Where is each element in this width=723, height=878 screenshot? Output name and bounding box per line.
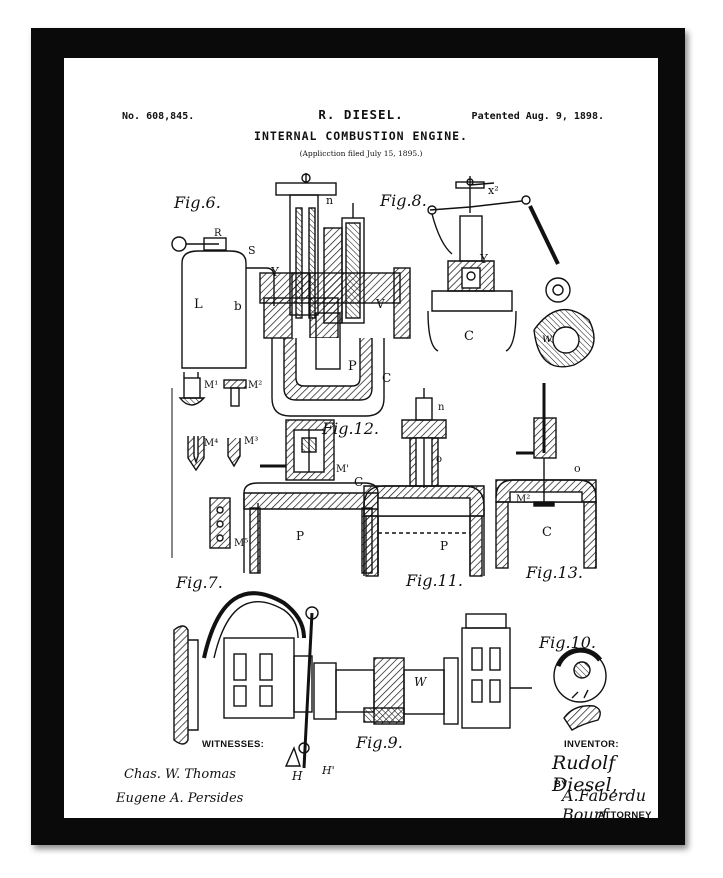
- patent-title: INTERNAL COMBUSTION ENGINE.: [254, 129, 468, 143]
- fig7-caption: Fig.7.: [175, 573, 223, 592]
- fig6-drawing: [171, 173, 411, 417]
- inventor-header: R. DIESEL.: [318, 107, 404, 122]
- patent-date: Patented Aug. 9, 1898.: [471, 111, 604, 122]
- patent-number: No. 608,845.: [122, 111, 195, 122]
- label-R: R: [214, 228, 222, 239]
- application-note: (Applicction filed July 15, 1895.): [299, 149, 423, 158]
- witness-2-signature: Eugene A. Persides: [116, 791, 244, 806]
- patent-drawing: Fig.6. Fig.8. Fig.12. Fig.7. Fig.11. Fig…: [171, 173, 607, 783]
- label-M5: M⁵: [234, 538, 248, 549]
- label-Y: Y: [270, 265, 280, 279]
- label-M1: M¹: [204, 380, 218, 391]
- fig9-drawing: [173, 591, 532, 769]
- witnesses-label: WITNESSES:: [202, 739, 265, 750]
- fig9-caption: Fig.9.: [355, 733, 403, 752]
- by-label: BY: [554, 779, 568, 790]
- label-W-fig9: W: [414, 675, 428, 689]
- label-P-fig11: P: [440, 539, 448, 553]
- label-M4: M⁴: [204, 438, 218, 449]
- label-Y-fig8: Y: [479, 252, 489, 266]
- patent-sheet: No. 608,845. R. DIESEL. Patented Aug. 9,…: [64, 58, 658, 818]
- fig6-caption: Fig.6.: [173, 193, 221, 212]
- label-Hprime: H': [321, 764, 335, 777]
- label-L: L: [194, 297, 203, 312]
- label-x2: x²: [488, 184, 499, 197]
- fig10-caption: Fig.10.: [538, 633, 596, 652]
- label-o-fig11: o: [436, 454, 442, 465]
- fig10-drawing: [553, 647, 607, 731]
- fig11-drawing: [363, 388, 485, 577]
- witness-1-signature: Chas. W. Thomas: [124, 767, 236, 782]
- label-M2: M²: [248, 380, 262, 391]
- label-S: S: [248, 244, 256, 257]
- inventor-signature: Rudolf Diesel,: [552, 752, 618, 796]
- label-C-fig8: C: [464, 329, 474, 344]
- label-P-fig12: P: [296, 529, 304, 543]
- fig8-drawing: [427, 176, 595, 368]
- label-H: H: [291, 769, 303, 783]
- inventor-label: INVENTOR:: [564, 739, 619, 750]
- fig13-drawing: [495, 383, 597, 569]
- label-V: V: [375, 297, 385, 311]
- label-o-fig13: o: [574, 462, 581, 475]
- attorney-label: ATTORNEY: [598, 810, 652, 818]
- label-C: C: [382, 371, 391, 385]
- fig7-drawing: [171, 372, 247, 558]
- fig8-caption: Fig.8.: [379, 191, 427, 210]
- label-n: n: [326, 194, 333, 207]
- picture-frame: No. 608,845. R. DIESEL. Patented Aug. 9,…: [31, 28, 685, 845]
- label-M2-fig13: M²: [516, 494, 530, 505]
- fig11-caption: Fig.11.: [405, 571, 463, 590]
- label-Mprime: M': [336, 464, 349, 475]
- label-P: P: [348, 359, 357, 374]
- attorney-signature: A.Faberdu Bourf: [562, 786, 647, 818]
- fig12-caption: Fig.12.: [321, 419, 379, 438]
- label-w-fig8: w: [542, 331, 553, 345]
- label-C-fig13: C: [542, 525, 552, 540]
- label-C-fig12: C: [354, 475, 363, 489]
- label-b: b: [234, 299, 242, 313]
- label-n-fig11: n: [438, 402, 445, 413]
- label-M3: M³: [244, 436, 258, 447]
- fig12-drawing: [243, 419, 379, 574]
- fig13-caption: Fig.13.: [525, 563, 583, 582]
